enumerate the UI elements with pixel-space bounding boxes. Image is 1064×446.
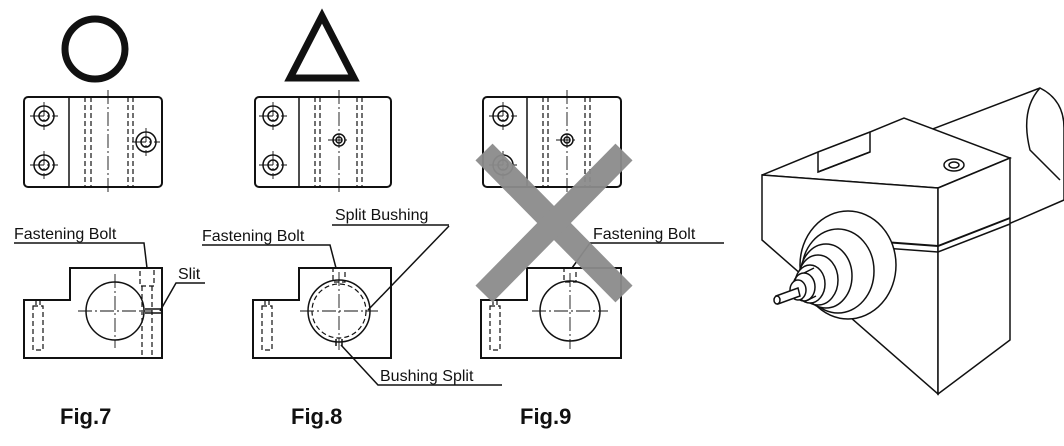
circle-mark-icon bbox=[61, 15, 129, 83]
fig8-leaders bbox=[202, 224, 502, 386]
fig8-front-view bbox=[252, 267, 392, 359]
fig8-bushing-split-label: Bushing Split bbox=[380, 368, 474, 385]
fig8-split-bushing-label: Split Bushing bbox=[335, 207, 428, 224]
cross-mark-icon bbox=[475, 143, 633, 303]
fig9-front-view bbox=[480, 267, 622, 359]
isometric-shaft-holder bbox=[761, 87, 1064, 396]
fig7-leaders bbox=[14, 242, 205, 312]
fig8-bolt-label: Fastening Bolt bbox=[202, 228, 305, 245]
fig8-caption: Fig.8 bbox=[291, 404, 342, 429]
fig8-top-view bbox=[254, 90, 392, 194]
triangle-mark-icon bbox=[284, 8, 360, 82]
fig7-front-view bbox=[23, 267, 163, 359]
fig7-caption: Fig.7 bbox=[60, 404, 111, 429]
fig7-bolt-label: Fastening Bolt bbox=[14, 226, 117, 243]
fig7-slit-label: Slit bbox=[178, 266, 201, 283]
fig9-caption: Fig.9 bbox=[520, 404, 571, 429]
fig9-bolt-label: Fastening Bolt bbox=[593, 226, 696, 243]
fig7-top-view bbox=[23, 90, 163, 194]
